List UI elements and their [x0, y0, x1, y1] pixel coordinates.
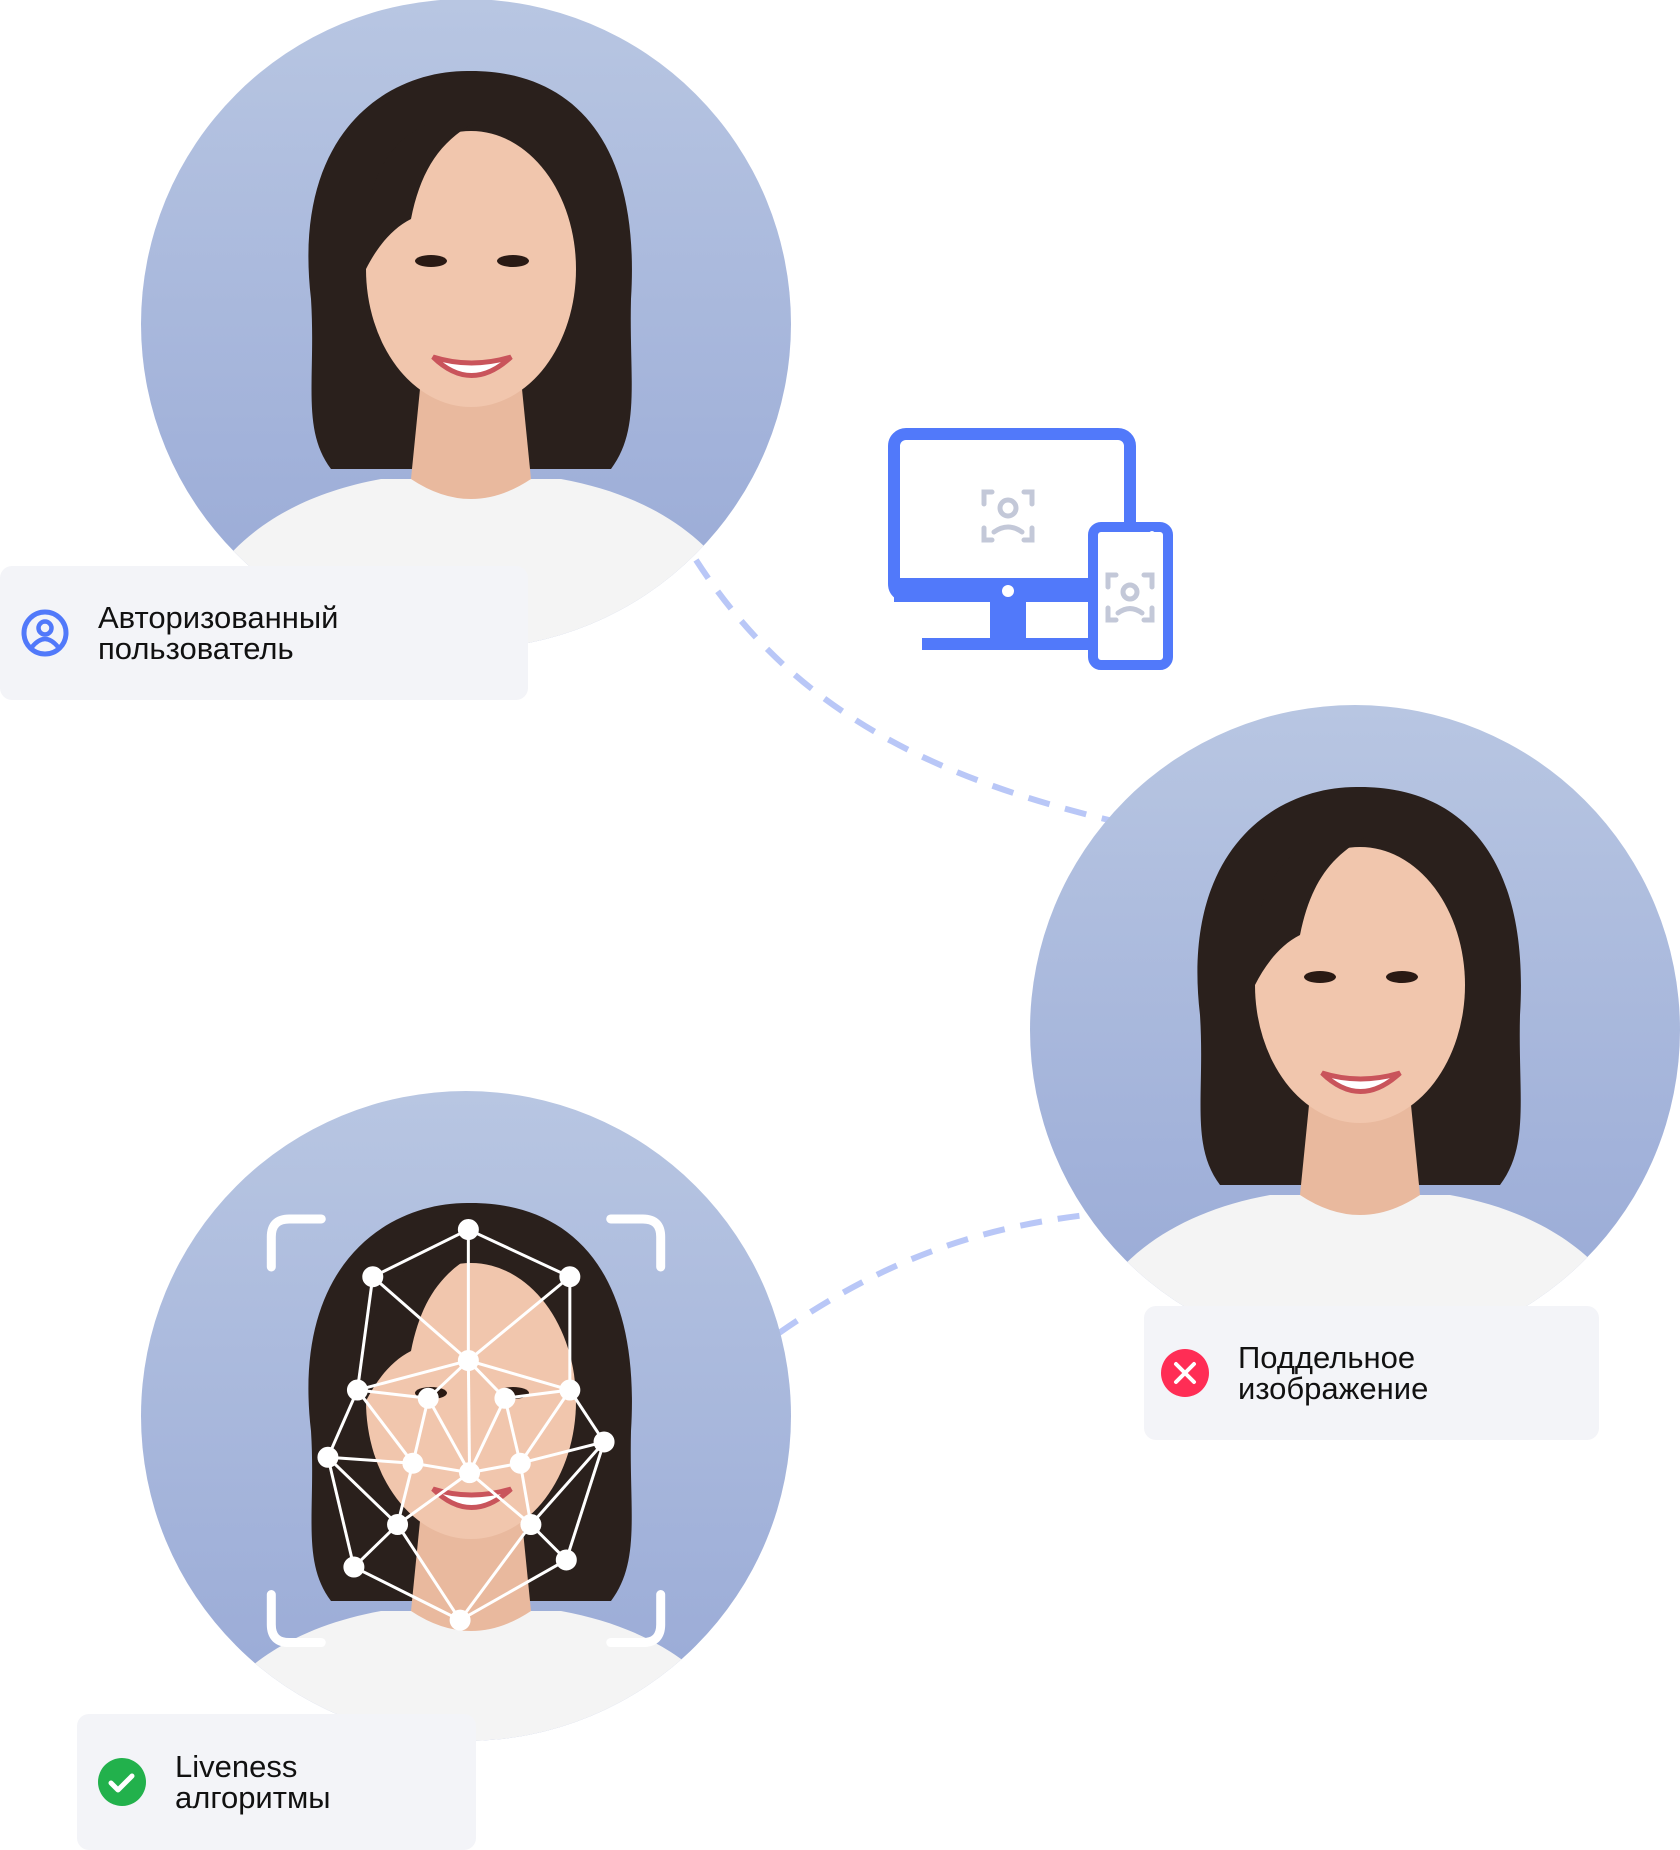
mesh-edge	[357, 1359, 469, 1392]
mesh-edge	[411, 1397, 430, 1464]
mouth	[1320, 1070, 1402, 1094]
mesh-point	[343, 1556, 365, 1578]
mesh-edge	[326, 1456, 356, 1568]
eye-left	[415, 255, 447, 267]
face-scan-icon	[981, 489, 1035, 543]
mesh-edge	[355, 1276, 375, 1391]
neck	[1300, 1095, 1420, 1215]
portrait-image	[141, 1091, 791, 1741]
scan-frame-brackets	[266, 1214, 666, 1648]
mesh-edge	[396, 1523, 462, 1621]
face	[1255, 847, 1465, 1123]
hair-fringe	[366, 1249, 481, 1401]
mesh-edge	[426, 1397, 471, 1474]
mesh-point	[509, 1452, 531, 1474]
mesh-point	[459, 1462, 481, 1484]
card-label-line2: алгоритмы	[175, 1780, 331, 1815]
mesh-edge	[357, 1388, 429, 1400]
card-label-line2: изображение	[1238, 1371, 1429, 1406]
mesh-point	[362, 1266, 384, 1288]
portrait-liveness-scan	[141, 1091, 791, 1741]
neck	[411, 1511, 531, 1631]
card-label-line1: Авторизованный	[98, 600, 339, 635]
mesh-edge	[396, 1471, 471, 1526]
mesh-edge	[529, 1440, 606, 1526]
devices-illustration	[888, 428, 1173, 670]
mesh-point	[387, 1514, 409, 1536]
face	[366, 131, 576, 407]
dashed-connector-bottom	[777, 1212, 1087, 1336]
mouth	[431, 354, 513, 378]
mesh-edge	[356, 1389, 415, 1465]
eye-left	[1304, 971, 1336, 983]
mesh-point	[346, 1379, 368, 1401]
mesh-edge	[466, 1360, 472, 1473]
mouth	[431, 1486, 513, 1510]
mesh-point	[402, 1452, 424, 1474]
mesh-edge	[372, 1228, 470, 1279]
mesh-edge	[519, 1389, 572, 1465]
mesh-point	[449, 1609, 471, 1631]
mesh-edge	[396, 1462, 415, 1525]
mesh-edge	[326, 1389, 359, 1458]
card-label-line2: пользователь	[98, 631, 294, 666]
face-mesh-overlay	[317, 1219, 615, 1631]
mesh-edge	[458, 1523, 533, 1622]
mesh-edge	[503, 1397, 522, 1464]
mesh-edge	[371, 1275, 470, 1362]
portrait-image	[141, 0, 791, 649]
mesh-edge	[504, 1388, 571, 1400]
mesh-edge	[353, 1565, 461, 1622]
user-circle-icon	[21, 609, 69, 657]
hair-fringe	[1255, 833, 1370, 985]
portrait-image	[1030, 705, 1680, 1355]
mesh-edge	[467, 1275, 571, 1362]
mesh-edge	[327, 1455, 414, 1465]
mesh-edge	[468, 1397, 507, 1474]
eye-right	[497, 255, 529, 267]
mesh-point	[457, 1350, 479, 1372]
mesh-point	[555, 1549, 577, 1571]
mesh-edge	[467, 1359, 571, 1392]
mesh-edge	[326, 1456, 399, 1526]
mesh-point	[417, 1387, 439, 1409]
card-label-line1: Liveness	[175, 1749, 298, 1784]
portrait-authorized-user	[141, 0, 791, 649]
check-circle-icon	[98, 1758, 146, 1806]
neck	[411, 379, 531, 499]
mesh-edge	[468, 1471, 532, 1526]
mesh-edge	[467, 1228, 571, 1279]
hair-fringe	[366, 117, 481, 269]
smartphone-icon	[1088, 522, 1173, 670]
mesh-point	[593, 1431, 615, 1453]
mesh-edge	[519, 1440, 605, 1465]
eye-right	[1386, 971, 1418, 983]
portrait-fake-image	[1030, 705, 1680, 1355]
error-x-icon	[1161, 1349, 1209, 1397]
mesh-point	[559, 1266, 581, 1288]
mesh-point	[317, 1446, 339, 1468]
card-label-line1: Поддельное	[1238, 1340, 1416, 1375]
mesh-edge	[459, 1558, 568, 1622]
mesh-point	[559, 1379, 581, 1401]
mesh-edge	[564, 1441, 606, 1561]
mesh-point	[457, 1219, 479, 1241]
mesh-point	[520, 1514, 542, 1536]
mesh-point	[494, 1387, 516, 1409]
